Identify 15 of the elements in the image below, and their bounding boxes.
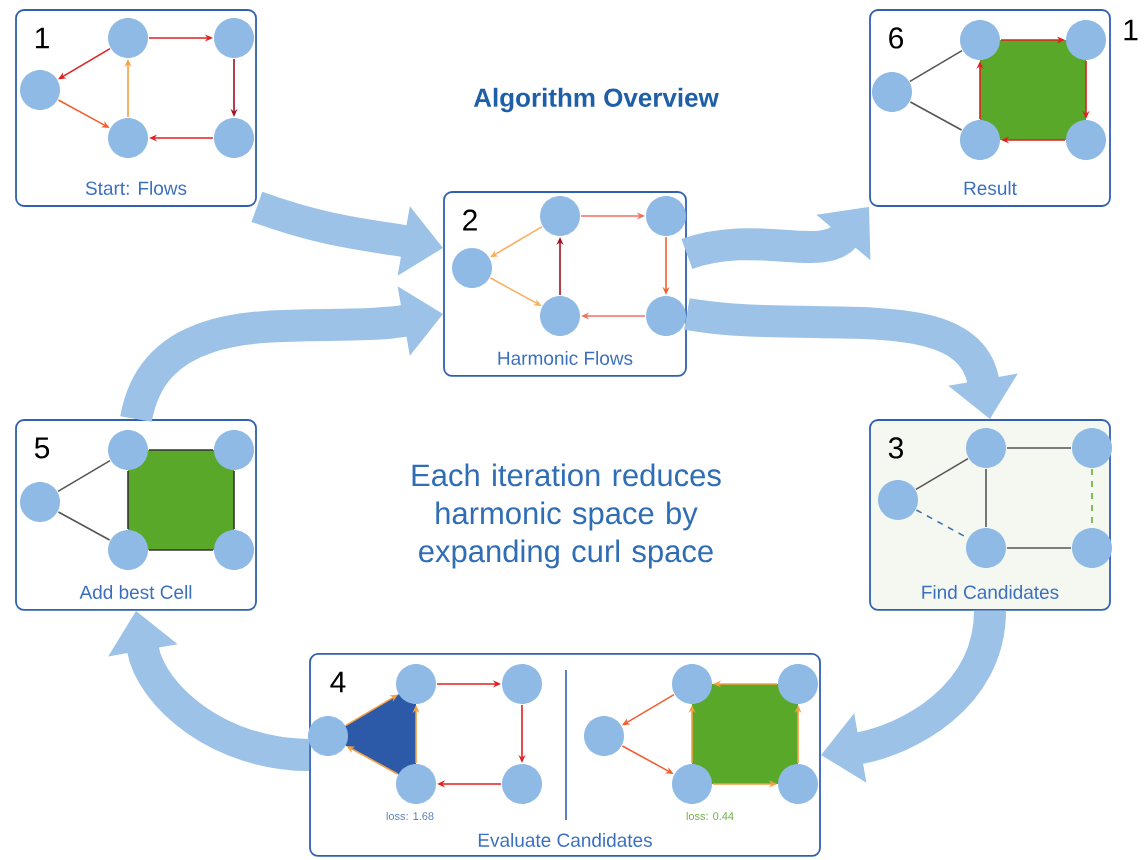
step-number: 6 [889, 27, 904, 49]
panel-caption: Harmonic Flows [498, 351, 633, 365]
step-number: 1 [35, 27, 49, 49]
title: Algorithm Overview [473, 87, 719, 113]
panel-caption: Result [964, 181, 1017, 195]
step-number: 5 [34, 437, 50, 459]
center-note: Each iteration reduces harmonic space by expanding curl space [412, 463, 721, 569]
panel-caption: Start: Flows [85, 181, 187, 195]
panel-caption: Find Candidates [922, 585, 1059, 599]
step-number: 3 [888, 437, 904, 459]
step-number: 4 [330, 671, 346, 693]
panel-caption: Add best Cell [79, 585, 192, 599]
step-number: 2 [463, 209, 477, 231]
panel-caption: Evaluate Candidates [478, 833, 652, 847]
curved-arrow [682, 207, 871, 270]
